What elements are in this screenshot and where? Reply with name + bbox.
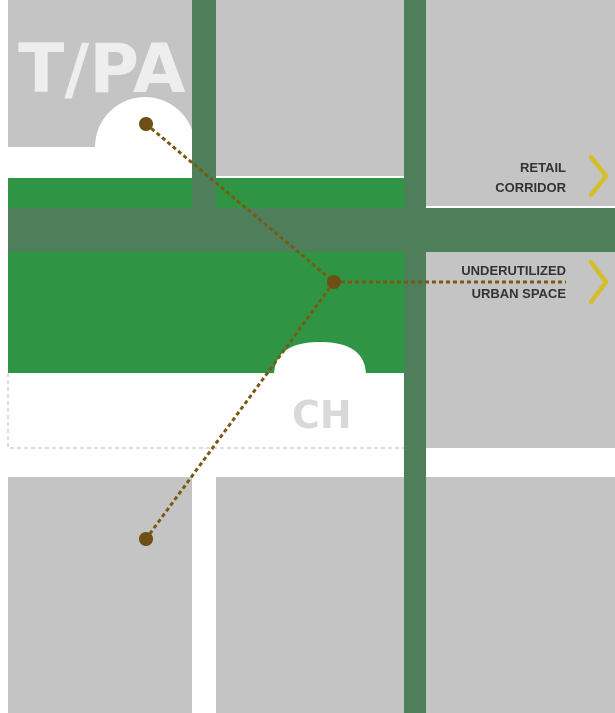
underutilized-label-line2: URBAN SPACE <box>472 286 567 301</box>
block-bottom-middle <box>216 477 404 713</box>
block-top-right <box>426 0 615 206</box>
ch-dome <box>274 342 366 376</box>
ch-label: CH <box>292 393 352 437</box>
node-tpa <box>139 117 153 131</box>
block-bottom-left <box>8 477 192 713</box>
road-vertical-left <box>192 0 216 208</box>
path-tpa-to-hub <box>145 122 335 284</box>
road-horizontal <box>8 208 615 252</box>
retail-label-line2: CORRIDOR <box>495 180 566 195</box>
block-top-middle <box>216 0 404 176</box>
tpa-label: T/PA <box>18 30 186 109</box>
retail-arrow-icon <box>588 154 609 198</box>
plaza-outline <box>7 373 404 449</box>
retail-label-line1: RETAIL <box>520 160 566 175</box>
node-southwest <box>139 532 153 546</box>
node-hub <box>327 275 341 289</box>
connection-paths <box>144 122 566 540</box>
underutilized-label-line1: UNDERUTILIZED <box>461 263 566 278</box>
block-bottom-right <box>426 477 615 713</box>
block-middle-right <box>426 252 615 448</box>
road-vertical-right <box>404 0 426 713</box>
underutilized-arrow-icon <box>588 259 609 305</box>
